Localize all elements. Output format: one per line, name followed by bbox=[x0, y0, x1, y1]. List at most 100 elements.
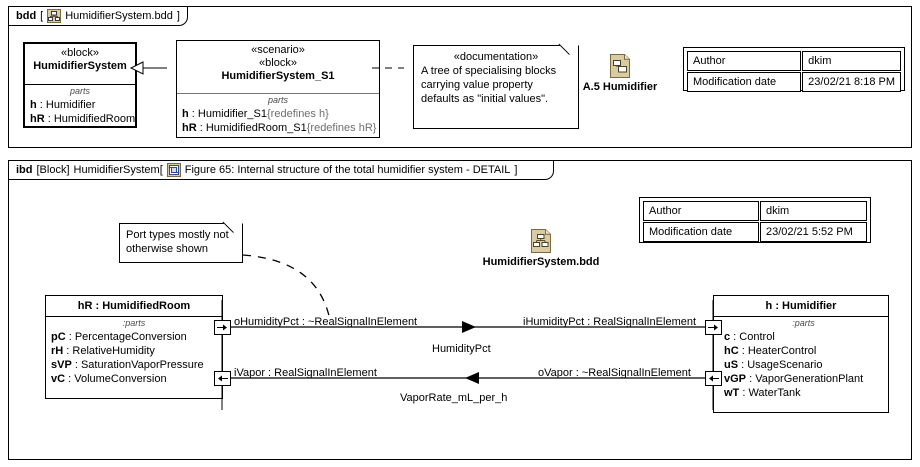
bdd-document-icon[interactable] bbox=[609, 53, 631, 79]
property-row: hC : HeaterControl bbox=[724, 344, 883, 358]
part-humidifier[interactable]: h : Humidifier :parts c : Control hC : H… bbox=[713, 295, 889, 413]
port-ohumiditypct[interactable] bbox=[214, 320, 231, 335]
property-type: UsageScenario bbox=[747, 359, 823, 371]
part-humidified-room-parts: :parts pC : PercentageConversion rH : Re… bbox=[46, 317, 222, 390]
block-humidifier-system-parts: parts h : Humidifier hR : HumidifiedRoom bbox=[25, 85, 135, 130]
bdd-tree-icon bbox=[47, 9, 62, 23]
property-name: hR bbox=[30, 113, 45, 125]
compartment-label-parts: :parts bbox=[792, 318, 815, 328]
property-sep: : bbox=[65, 331, 75, 343]
block-humidifier-system-stereotype: «block» bbox=[61, 47, 99, 59]
property-name: vGP bbox=[724, 373, 747, 385]
block-humidifier-system-divider bbox=[25, 84, 135, 85]
property-type: Humidifier_S1 bbox=[197, 108, 267, 120]
port-label-ihumiditypct: iHumidityPct : RealSignalInElement bbox=[523, 316, 697, 328]
property-name: uS bbox=[724, 359, 739, 371]
property-sep: : bbox=[44, 113, 54, 125]
property-sep: : bbox=[738, 345, 748, 357]
port-types-note[interactable]: Port types mostly not otherwise shown bbox=[119, 211, 244, 263]
property-type: HumidifiedRoom bbox=[53, 113, 136, 125]
metadata-value: dkim bbox=[802, 51, 901, 71]
documentation-note[interactable]: «documentation» A tree of specialising b… bbox=[413, 33, 580, 129]
part-humidifier-parts: :parts c : Control hC : HeaterControl uS… bbox=[714, 317, 888, 404]
ibd-frame-bracket-close: ] bbox=[514, 164, 518, 176]
property-redefines: {redefines hR} bbox=[306, 122, 377, 134]
property-type: PercentageConversion bbox=[74, 331, 187, 343]
property-sep: : bbox=[196, 122, 206, 134]
documentation-note-line2: carrying value property bbox=[421, 79, 533, 91]
property-name: rH bbox=[51, 345, 64, 357]
metadata-key: Modification date bbox=[687, 72, 802, 92]
compartment-label-parts: parts bbox=[69, 86, 90, 96]
property-name: sVP bbox=[51, 359, 72, 371]
documentation-note-line1: A tree of specialising blocks bbox=[421, 65, 557, 77]
port-types-note-line1: Port types mostly not bbox=[126, 229, 229, 241]
property-row: hR : HumidifiedRoom_S1{redefines hR} bbox=[182, 121, 377, 135]
block-humidifier-system-s1-divider bbox=[177, 93, 379, 94]
property-row: pC : PercentageConversion bbox=[51, 330, 217, 344]
table-row: Modification date 23/02/21 8:18 PM bbox=[687, 72, 901, 92]
port-ivapor[interactable] bbox=[214, 371, 231, 386]
block-humidifier-system-s1[interactable]: «scenario» «block» HumidifierSystem_S1 p… bbox=[176, 40, 380, 138]
port-ihumiditypct[interactable] bbox=[705, 320, 722, 335]
ibd-frame-figure-title: Figure 65: Internal structure of the tot… bbox=[184, 164, 511, 176]
property-name: vC bbox=[51, 373, 66, 385]
metadata-key: Author bbox=[643, 201, 759, 221]
property-type: SaturationVaporPressure bbox=[80, 359, 204, 371]
property-type: RelativeHumidity bbox=[72, 345, 155, 357]
documentation-note-stereotype: «documentation» bbox=[453, 51, 539, 63]
ibd-frame-tab[interactable]: ibd [Block] HumidifierSystem[ Figure 65:… bbox=[8, 160, 554, 180]
part-humidified-room-header: hR : HumidifiedRoom bbox=[46, 296, 222, 316]
property-row: uS : UsageScenario bbox=[724, 358, 883, 372]
metadata-value: 23/02/21 8:18 PM bbox=[802, 72, 901, 92]
property-row: c : Control bbox=[724, 330, 883, 344]
bdd-frame-keyword: bdd bbox=[16, 10, 37, 22]
part-humidified-room-name: hR : HumidifiedRoom bbox=[77, 300, 191, 312]
part-humidified-room[interactable]: hR : HumidifiedRoom :parts pC : Percenta… bbox=[45, 295, 223, 399]
property-type: WaterTank bbox=[748, 387, 801, 399]
bdd-metadata-table: Author dkim Modification date 23/02/21 8… bbox=[683, 47, 905, 92]
table-row: Modification date 23/02/21 5:52 PM bbox=[643, 222, 867, 242]
property-sep: : bbox=[739, 387, 749, 399]
port-types-note-line2: otherwise shown bbox=[126, 243, 208, 255]
part-humidifier-name: h : Humidifier bbox=[765, 300, 837, 312]
port-ovapor[interactable] bbox=[705, 371, 722, 386]
block-humidifier-system-s1-name: HumidifierSystem_S1 bbox=[221, 70, 335, 82]
metadata-value: 23/02/21 5:52 PM bbox=[759, 222, 867, 242]
bdd-reference-label: HumidifierSystem.bdd bbox=[482, 256, 600, 268]
property-type: Humidifier bbox=[45, 99, 96, 111]
property-name: h bbox=[182, 108, 189, 120]
property-row: h : Humidifier_S1{redefines h} bbox=[182, 107, 374, 121]
ibd-frame-block-kw: [Block] bbox=[36, 164, 70, 176]
ibd-frame-block-name: HumidifierSystem[ bbox=[73, 164, 163, 176]
property-row: vC : VolumeConversion bbox=[51, 372, 217, 386]
documentation-note-line3: defaults as "initial values". bbox=[421, 93, 549, 105]
bdd-frame-tab[interactable]: bdd [ HumidifierSystem.bdd ] bbox=[8, 6, 188, 26]
property-type: VaporGenerationPlant bbox=[755, 373, 864, 385]
block-humidifier-system-s1-stereotype-scenario: «scenario» bbox=[251, 44, 305, 56]
port-label-ovapor: oVapor : ~RealSignalInElement bbox=[538, 367, 691, 379]
property-sep: : bbox=[188, 108, 198, 120]
connector-label-humiditypct: HumidityPct bbox=[432, 343, 491, 355]
part-humidifier-header: h : Humidifier bbox=[714, 296, 888, 316]
property-name: pC bbox=[51, 331, 66, 343]
block-humidifier-system[interactable]: «block» HumidifierSystem parts h : Humid… bbox=[23, 42, 137, 128]
port-label-ivapor: iVapor : RealSignalInElement bbox=[234, 367, 377, 379]
property-name: c bbox=[724, 331, 731, 343]
property-type: Control bbox=[739, 331, 775, 343]
property-row: wT : WaterTank bbox=[724, 386, 883, 400]
property-sep: : bbox=[746, 373, 756, 385]
ibd-frame-icon bbox=[166, 163, 181, 177]
block-humidifier-system-s1-header: «scenario» «block» HumidifierSystem_S1 bbox=[177, 41, 379, 93]
property-sep: : bbox=[36, 99, 46, 111]
bdd-tree-document-icon[interactable] bbox=[530, 228, 552, 254]
property-row: sVP : SaturationVaporPressure bbox=[51, 358, 217, 372]
table-row: Author dkim bbox=[643, 201, 867, 221]
property-sep: : bbox=[71, 359, 81, 371]
part-humidifier-divider bbox=[714, 316, 888, 317]
metadata-value: dkim bbox=[759, 201, 867, 221]
bdd-document-icon-label: A.5 Humidifier bbox=[582, 81, 658, 93]
property-name: h bbox=[30, 99, 37, 111]
ibd-diagram-frame: ibd [Block] HumidifierSystem[ Figure 65:… bbox=[8, 160, 912, 460]
